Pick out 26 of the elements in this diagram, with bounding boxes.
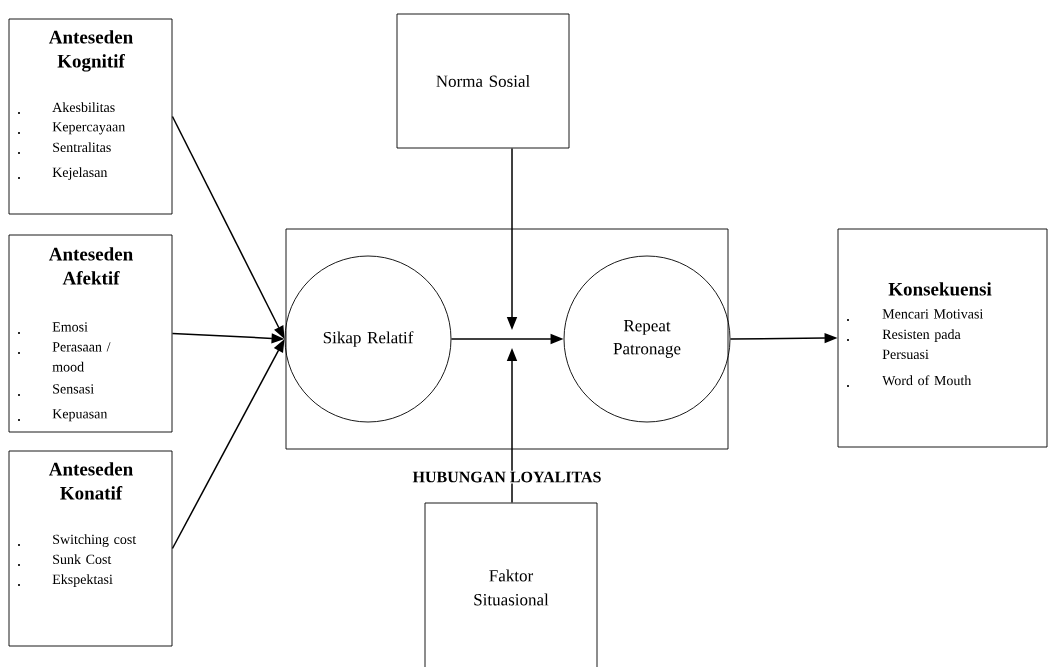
list-item: Switching cost [18, 534, 137, 547]
list-item: Sentralitas [18, 142, 111, 154]
group-box [285, 228, 729, 450]
list-item: Sensasi [18, 384, 94, 396]
text-box: Norma Sosial [396, 13, 570, 149]
list-item: Mencari Motivasi [847, 309, 984, 321]
list-item: Kepuasan [18, 409, 108, 422]
text-box: Faktor Situasional [424, 502, 598, 667]
list-item: Kejelasan [18, 167, 108, 180]
list-item: Emosi [18, 322, 88, 334]
text-box [8, 450, 173, 647]
box-heading: Anteseden Kognitif [48, 30, 133, 72]
list-item: Word of Mouth [847, 375, 972, 387]
text-box [837, 228, 1048, 448]
text-box [8, 18, 173, 215]
list-item: Ekspektasi [18, 574, 113, 587]
box-heading: Anteseden Afektif [48, 247, 133, 285]
list-item: Resisten pada Persuasi [847, 329, 961, 360]
group-heading: HUBUNGAN LOYALITAS [411, 470, 603, 484]
list-item: Sunk Cost [18, 554, 112, 566]
box-heading: Anteseden Konatif [48, 462, 133, 500]
box-heading: Konsekuensi [888, 282, 992, 296]
list-item: Akesbilitas [18, 102, 115, 114]
list-item: Perasaan / mood [18, 342, 111, 372]
text-box [8, 234, 173, 433]
list-item: Kepercayaan [18, 122, 126, 135]
